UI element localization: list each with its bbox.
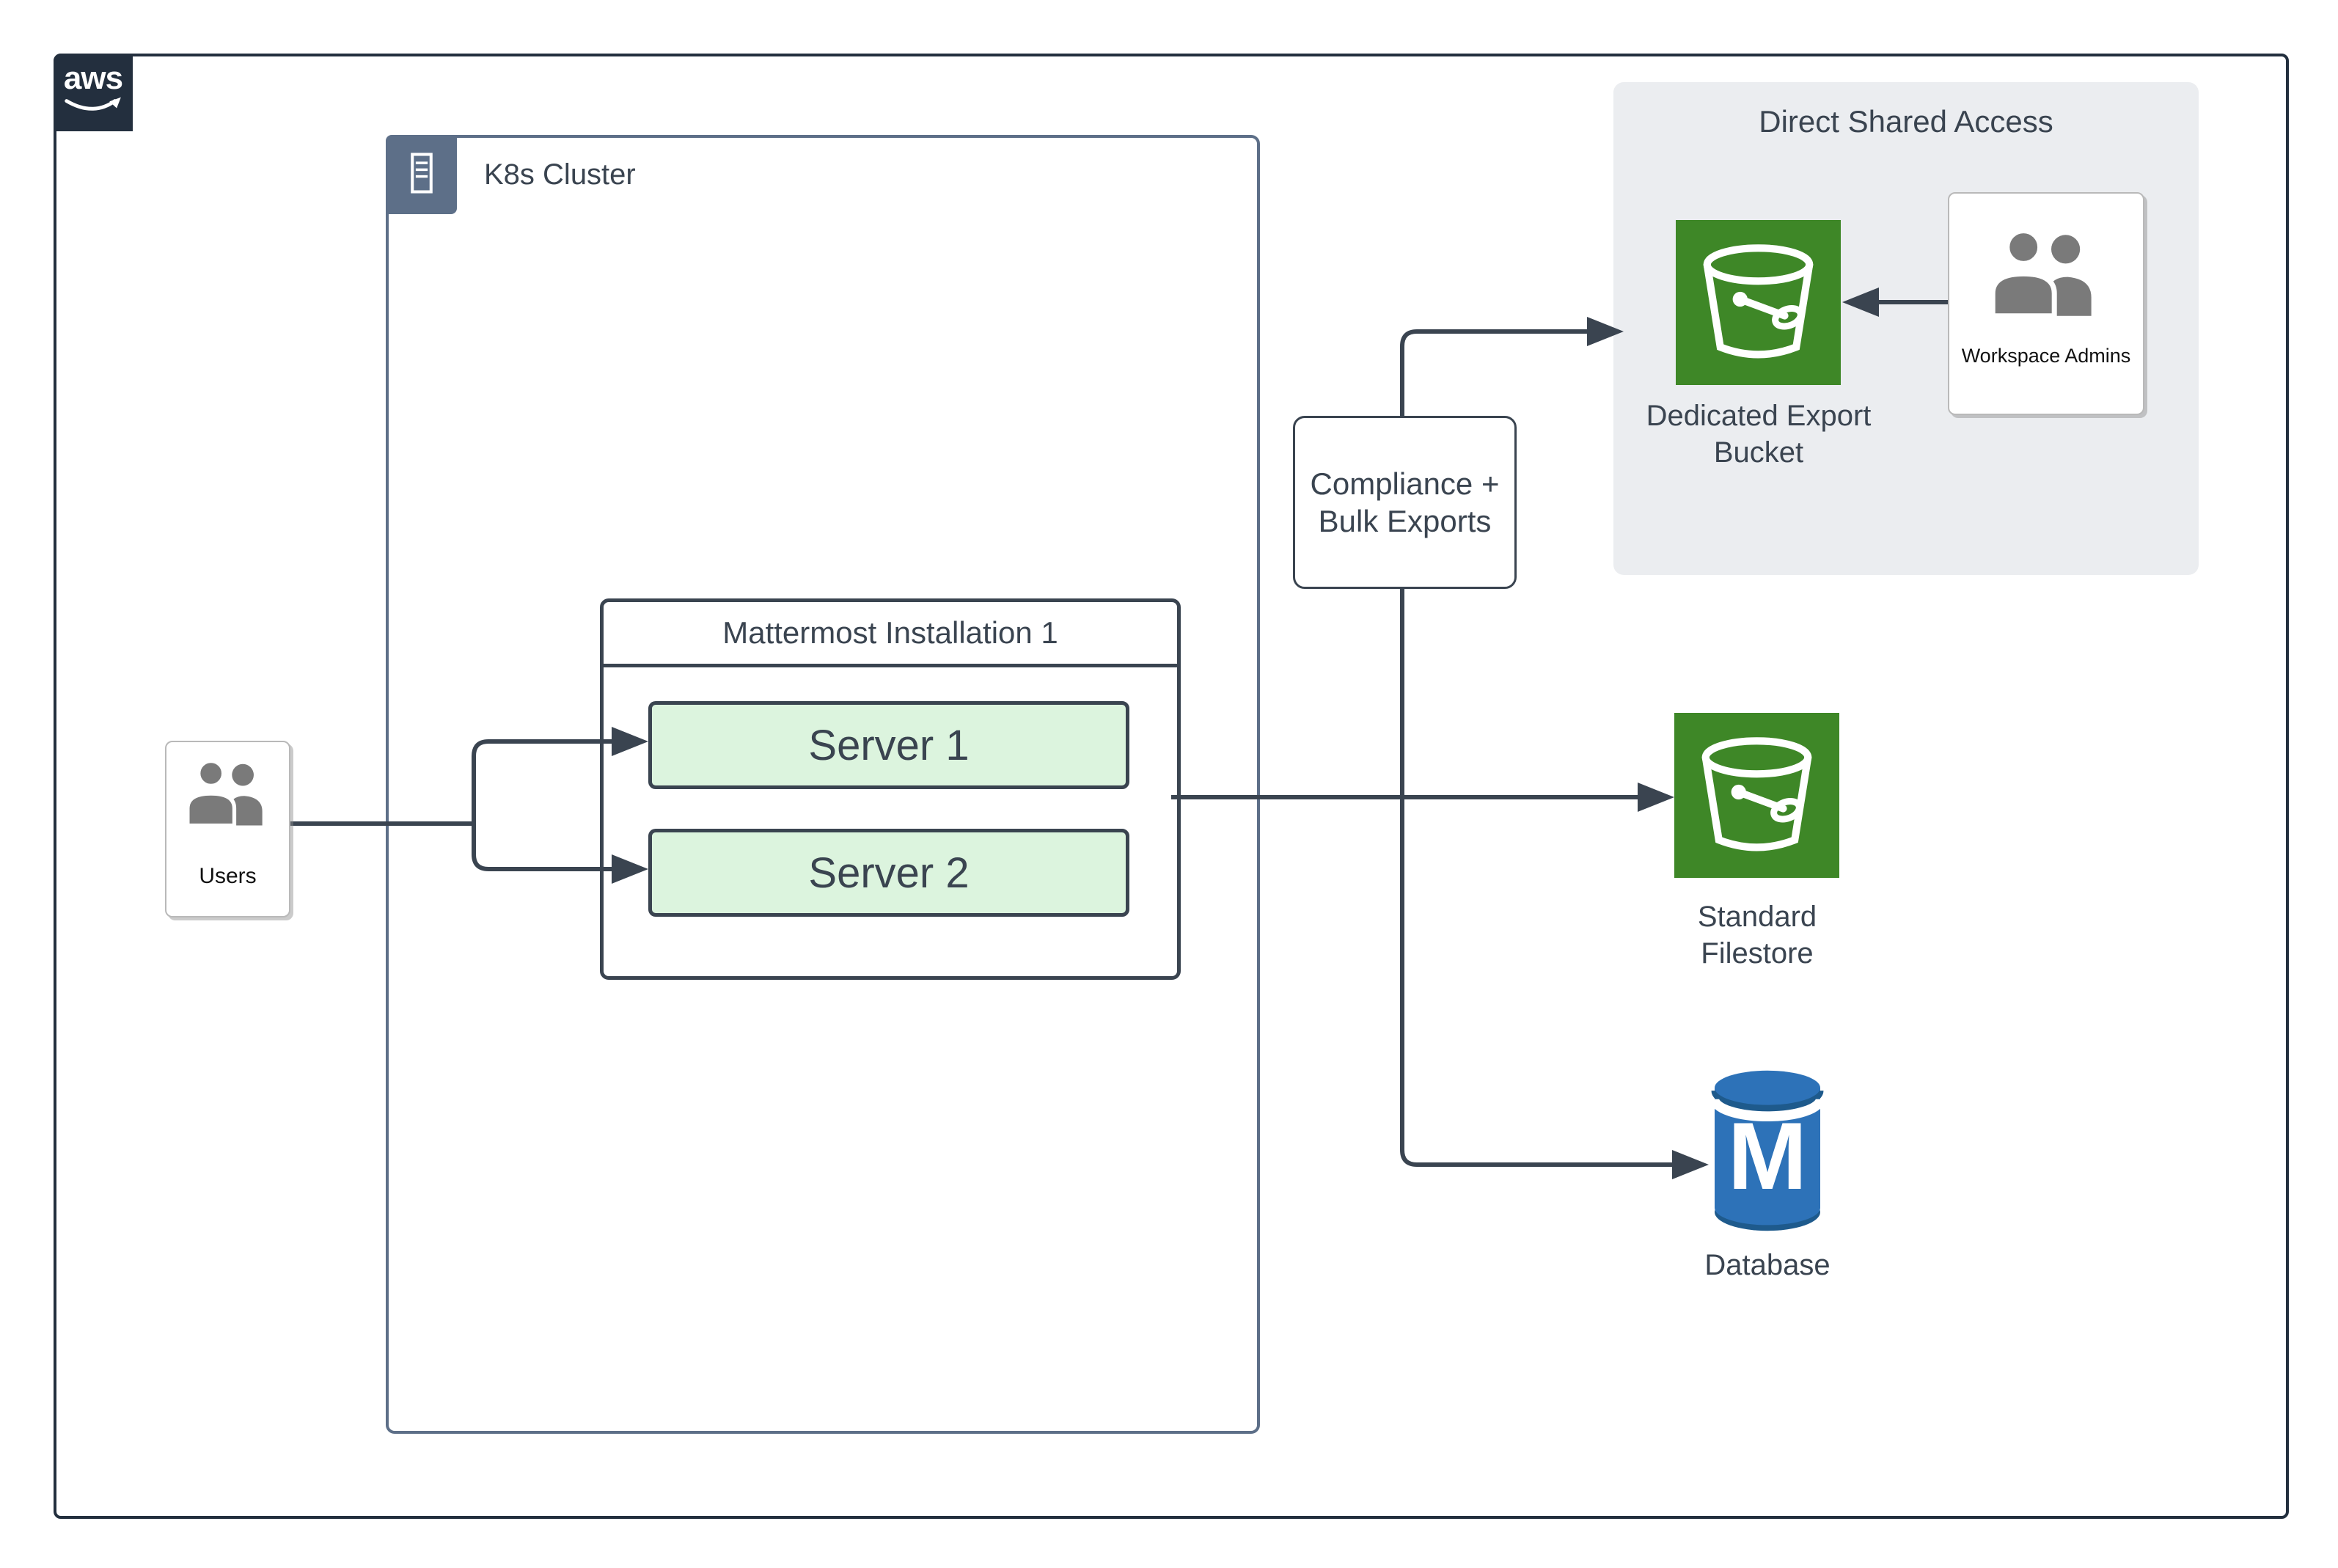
users-label: Users: [199, 864, 257, 888]
server-rack-icon: [400, 142, 443, 208]
s3-bucket-glyph: [1701, 737, 1812, 851]
dedicated-export-bucket-icon: [1676, 220, 1841, 385]
k8s-cluster-tab: [386, 135, 457, 214]
database-label: Database: [1704, 1249, 1831, 1281]
compliance-bulk-exports-node: Compliance + Bulk Exports: [1293, 416, 1517, 589]
workspace-admins-node: Workspace Admins: [1948, 192, 2144, 415]
s3-bucket-glyph: [1703, 244, 1814, 359]
mattermost-installation-title: Mattermost Installation 1: [722, 615, 1058, 650]
standard-filestore-label: Standard Filestore: [1697, 901, 1817, 970]
mattermost-installation-box: Mattermost Installation 1: [600, 598, 1181, 980]
mattermost-installation-header: Mattermost Installation 1: [604, 602, 1177, 667]
aws-smile-icon: [65, 97, 121, 111]
database-icon: M: [1701, 1065, 1833, 1237]
database-cylinder-glyph: [1709, 1070, 1825, 1231]
workspace-admins-people-icon: [1985, 221, 2108, 324]
workspace-admins-label: Workspace Admins: [1961, 345, 2131, 367]
server-2-label: Server 2: [808, 849, 970, 897]
dedicated-export-bucket-label: Dedicated Export Bucket: [1646, 400, 1872, 469]
direct-shared-access-title: Direct Shared Access: [1759, 104, 2053, 139]
k8s-cluster-box: [386, 135, 1260, 1434]
k8s-cluster-label: K8s Cluster: [484, 158, 636, 191]
server-1-node: Server 1: [648, 701, 1129, 789]
standard-filestore-icon: [1674, 713, 1839, 878]
server-1-label: Server 1: [808, 721, 970, 769]
aws-cloud-frame: [54, 54, 2289, 1519]
users-node: Users: [165, 741, 290, 917]
server-2-node: Server 2: [648, 829, 1129, 917]
aws-logo: aws: [54, 54, 133, 131]
compliance-bulk-exports-label: Compliance + Bulk Exports: [1310, 466, 1500, 538]
aws-logo-text: aws: [63, 60, 123, 96]
database-monogram: M: [1727, 1102, 1808, 1209]
users-people-icon: [181, 754, 275, 832]
